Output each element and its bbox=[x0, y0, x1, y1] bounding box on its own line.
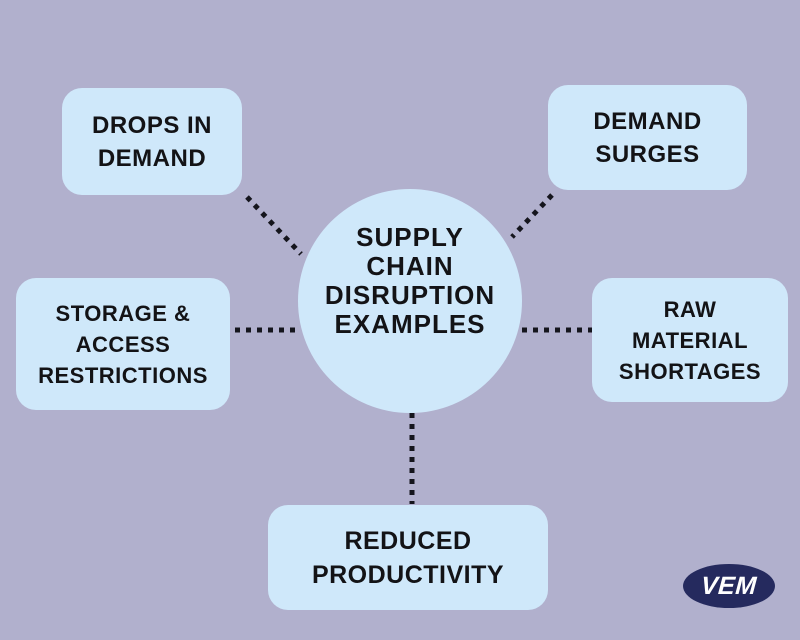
center-node-label-line: SUPPLY bbox=[356, 222, 464, 252]
node-drops-in-demand: DROPS IN DEMAND bbox=[62, 88, 242, 195]
node-label-line: SHORTAGES bbox=[618, 358, 762, 384]
node-label-line: DROPS IN bbox=[91, 111, 212, 139]
node-label-line: REDUCED bbox=[344, 526, 472, 555]
node-raw-material-shortages: RAW MATERIAL SHORTAGES bbox=[592, 278, 788, 402]
node-demand-surges: DEMAND SURGES bbox=[548, 85, 747, 190]
node-label-line: DEMAND bbox=[593, 107, 702, 135]
node-label-line: RESTRICTIONS bbox=[38, 362, 208, 388]
vem-logo: VEM bbox=[683, 564, 775, 608]
node-label-line: STORAGE & bbox=[55, 300, 191, 326]
center-node-label-line: DISRUPTION bbox=[324, 280, 496, 310]
node-label-line: ACCESS bbox=[75, 331, 171, 357]
connector-drops-in-demand bbox=[245, 195, 303, 256]
center-node-label-line: EXAMPLES bbox=[334, 309, 486, 339]
node-reduced-productivity: REDUCED PRODUCTIVITY bbox=[268, 505, 548, 610]
center-node-supply-chain-disruption-examples: SUPPLY CHAIN DISRUPTION EXAMPLES bbox=[298, 189, 522, 413]
node-label-line: PRODUCTIVITY bbox=[311, 560, 505, 589]
vem-logo-text: VEM bbox=[700, 571, 758, 600]
node-label-line: DEMAND bbox=[97, 144, 207, 172]
node-label-line: MATERIAL bbox=[631, 327, 749, 353]
connector-demand-surges bbox=[510, 193, 554, 239]
node-storage-access-restrictions: STORAGE & ACCESS RESTRICTIONS bbox=[16, 278, 230, 410]
center-node-label: SUPPLY CHAIN DISRUPTION EXAMPLES bbox=[324, 222, 496, 340]
node-label-line: SURGES bbox=[595, 140, 700, 168]
node-label-line: RAW bbox=[663, 296, 717, 322]
center-node-label-line: CHAIN bbox=[366, 251, 454, 281]
